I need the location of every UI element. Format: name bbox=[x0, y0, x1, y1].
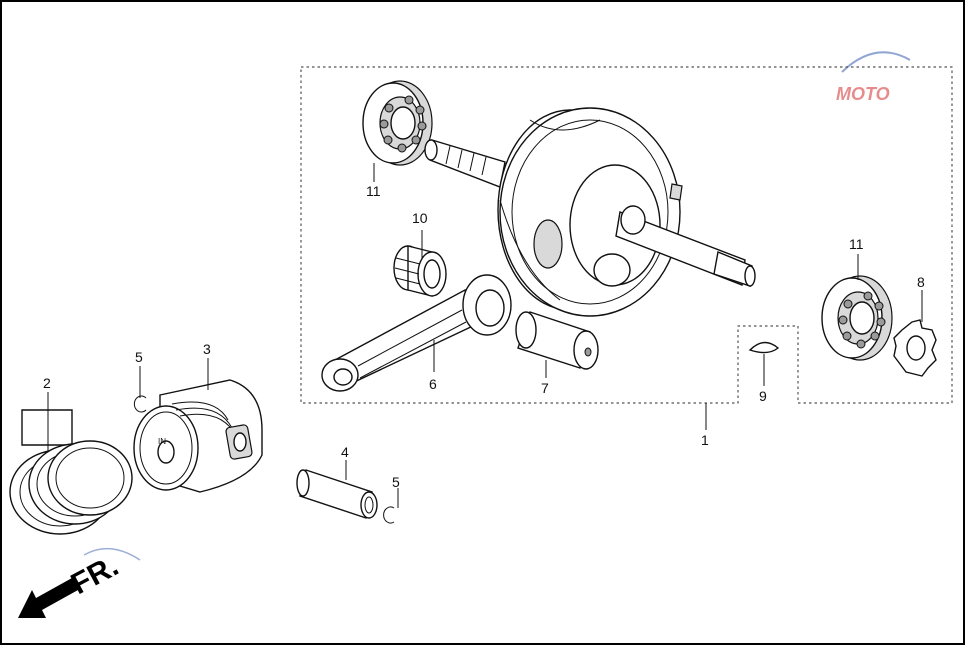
piston-rings bbox=[9, 409, 133, 535]
callout-5-lower: 5 bbox=[392, 474, 400, 490]
piston-pin bbox=[296, 469, 378, 519]
woodruff-key bbox=[748, 341, 780, 354]
callout-11-upper: 11 bbox=[366, 183, 381, 199]
connecting-rod bbox=[321, 274, 512, 392]
piston-clip-upper bbox=[133, 395, 147, 413]
bearing-upper bbox=[362, 80, 433, 166]
callout-9: 9 bbox=[759, 388, 767, 404]
callout-4: 4 bbox=[341, 444, 349, 460]
callout-2: 2 bbox=[43, 375, 51, 391]
needle-bearing bbox=[393, 245, 447, 297]
callout-5-upper: 5 bbox=[135, 349, 143, 365]
callout-6: 6 bbox=[429, 376, 437, 392]
callout-7: 7 bbox=[541, 380, 549, 396]
bearing-right bbox=[821, 275, 893, 361]
watermark-logo: MOTO bbox=[836, 51, 911, 104]
leader-lines bbox=[47, 163, 923, 508]
callout-11-right: 11 bbox=[849, 236, 864, 252]
crankshaft bbox=[424, 107, 756, 317]
front-direction-label: FR. bbox=[66, 549, 124, 601]
callout-labels: 1 2 3 4 5 5 6 7 8 9 10 11 11 bbox=[43, 183, 925, 490]
assembly-boundary bbox=[300, 66, 953, 404]
piston-in-mark: IN bbox=[158, 437, 166, 446]
timing-sprocket bbox=[893, 319, 937, 377]
watermark-text: MOTO bbox=[836, 84, 890, 104]
piston-clip-lower bbox=[383, 506, 395, 524]
crank-pin bbox=[515, 311, 599, 370]
callout-3: 3 bbox=[203, 341, 211, 357]
callout-8: 8 bbox=[917, 274, 925, 290]
callout-10: 10 bbox=[412, 210, 428, 226]
front-arrow-icon bbox=[18, 578, 78, 618]
callout-1: 1 bbox=[701, 432, 709, 448]
piston: IN bbox=[133, 379, 263, 493]
front-direction-indicator: FR. bbox=[18, 547, 141, 618]
